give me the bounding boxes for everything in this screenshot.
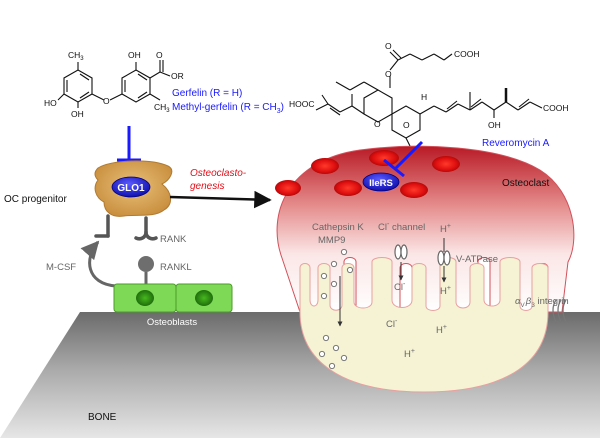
rank-receptor [134, 216, 158, 241]
svg-text:O: O [385, 69, 392, 79]
cl-channel-label: Cl- channel [378, 221, 425, 233]
glo1-label: GLO1 [117, 183, 145, 194]
osteoclastogenesis-arrow [169, 190, 272, 209]
cl-ion-channel: Cl- [394, 281, 406, 293]
h-ion-top-label: H+ [440, 223, 451, 235]
h-ion-lacuna-1: H+ [436, 324, 447, 336]
reveromycin-inhibition-line [383, 140, 424, 178]
svg-text:H: H [421, 92, 427, 102]
cl-channel [394, 244, 408, 260]
reveromycin-name: Reveromycin A [482, 138, 550, 149]
svg-text:CH3: CH3 [68, 50, 84, 62]
mcsf-receptor [94, 214, 110, 238]
svg-text:O: O [103, 96, 110, 106]
svg-text:OH: OH [128, 50, 141, 60]
h-ion-lacuna-2: H+ [404, 348, 415, 360]
svg-text:OH: OH [71, 109, 84, 119]
gerfelin-atom-labels: CH3 OH O OR CH3 HO OH O [44, 50, 184, 119]
osteoblasts [113, 283, 233, 313]
gerfelin-inhibition-line [117, 126, 141, 162]
rankl-label: RANKL [160, 262, 192, 273]
h-ion-pump: H+ [440, 285, 451, 297]
bone-label: BONE [88, 412, 117, 423]
integrin-label: αVβ3 integrin [515, 296, 569, 309]
reveromycin-atom-labels: O O COOH HOOC O O H OH COOH [289, 41, 569, 130]
gerfelin-structure [57, 60, 171, 108]
cl-ion-lacuna: Cl- [386, 318, 398, 330]
vatpase-label: V-ATPase [456, 254, 498, 265]
svg-text:COOH: COOH [454, 49, 480, 59]
glo1-target [111, 176, 151, 198]
svg-text:OH: OH [488, 120, 501, 130]
oc-progenitor-label: OC progenitor [4, 194, 67, 205]
vatpase-pump [437, 250, 451, 266]
mcsf-label: M-CSF [46, 262, 76, 273]
vesicles [318, 248, 354, 370]
reveromycin-structure [315, 49, 543, 147]
osteoclastogenesis-label: Osteoclasto- genesis [190, 168, 249, 192]
osteoclast-nuclei [275, 150, 460, 198]
mcsf-arrow [80, 240, 117, 288]
svg-text:OR: OR [171, 71, 184, 81]
svg-text:HO: HO [44, 98, 57, 108]
rankl-ligand [138, 256, 154, 272]
svg-text:O: O [374, 119, 381, 129]
svg-text:Gerfelin (R = H): Gerfelin (R = H) [172, 88, 242, 99]
cathepsin-label: Cathepsin K [312, 222, 364, 233]
ilers-label: IleRS [369, 178, 393, 189]
osteoclast-label: Osteoclast [502, 178, 549, 189]
gerfelin-name: Gerfelin (R = H) Methyl-gerfelin (R = CH… [172, 88, 284, 115]
rank-label: RANK [160, 234, 187, 245]
ilers-target [362, 172, 400, 192]
svg-text:HOOC: HOOC [289, 99, 315, 109]
svg-text:O: O [403, 120, 410, 130]
svg-text:COOH: COOH [543, 103, 569, 113]
integrin [552, 299, 567, 323]
svg-text:CH3: CH3 [154, 102, 170, 114]
mmp9-label: MMP9 [318, 235, 345, 246]
svg-text:O: O [385, 41, 392, 51]
svg-text:O: O [156, 50, 163, 60]
svg-text:Methyl-gerfelin (R = CH3): Methyl-gerfelin (R = CH3) [172, 102, 284, 115]
osteoblasts-label: Osteoblasts [147, 317, 197, 328]
